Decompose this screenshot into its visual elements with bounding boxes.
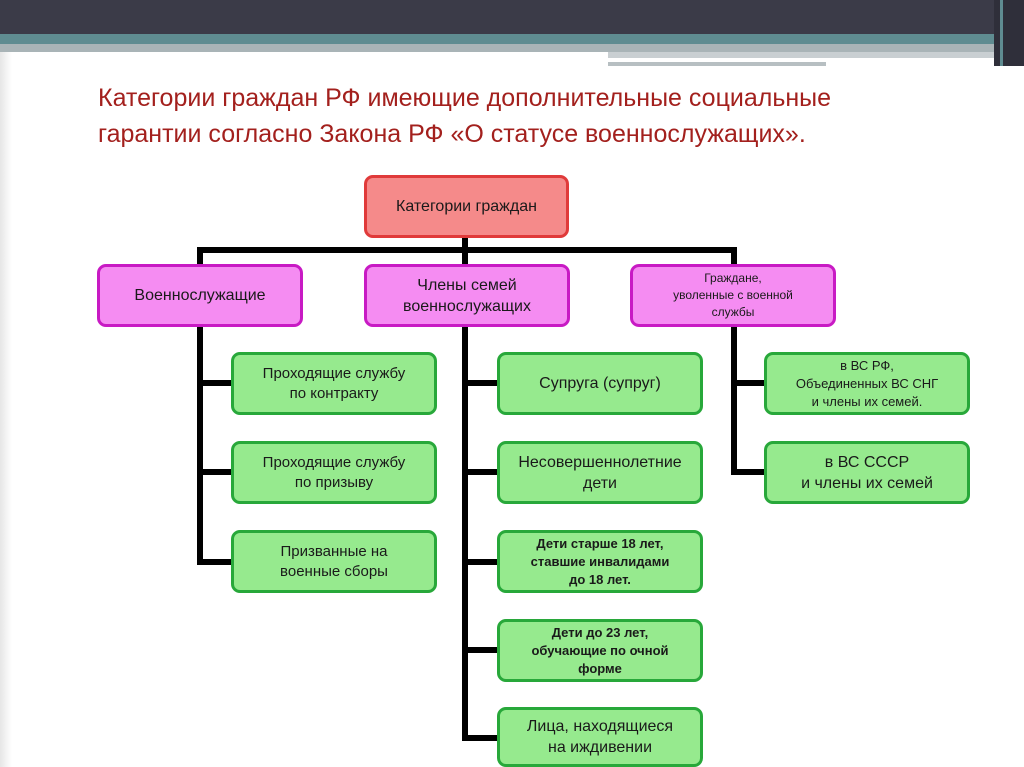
- category-discharged-citizens: Граждане, уволенные с военной службы: [630, 264, 836, 327]
- header-bar-teal: [0, 34, 1024, 44]
- header-bar-grey: [0, 44, 1024, 52]
- header-corner-block: [994, 0, 1024, 66]
- leaf-spouse: Супруга (супруг): [497, 352, 703, 415]
- leaf-label-line: и члены их семей.: [811, 393, 923, 409]
- category-label-line: Граждане,: [704, 271, 762, 285]
- leaf-dependents: Лица, находящиеся на иждивении: [497, 707, 703, 767]
- header-bar-dark: [0, 0, 1024, 34]
- leaf-label-line: обучающие по очной: [531, 642, 669, 658]
- leaf-contract-service: Проходящие службу по контракту: [231, 352, 437, 415]
- category-label-line: уволенные с военной: [673, 288, 793, 302]
- leaf-label-line: и члены их семей: [801, 474, 933, 492]
- leaf-minor-children: Несовершеннолетние дети: [497, 441, 703, 504]
- root-node: Категории граждан: [364, 175, 569, 238]
- category-servicemen: Военнослужащие: [97, 264, 303, 327]
- leaf-label-line: Призванные на: [280, 542, 388, 560]
- slide-title-line-2: гарантии согласно Закона РФ «О статусе в…: [98, 120, 806, 148]
- slide-edge-shadow: [0, 0, 12, 767]
- leaf-students-under-23: Дети до 23 лет, обучающие по очной форме: [497, 619, 703, 682]
- leaf-conscript-service: Проходящие службу по призыву: [231, 441, 437, 504]
- header-corner-line: [1000, 0, 1003, 66]
- header-bar-edge: [608, 62, 826, 66]
- leaf-disabled-adult-children: Дети старше 18 лет, ставшие инвалидами д…: [497, 530, 703, 593]
- root-node-label: Категории граждан: [396, 198, 537, 215]
- leaf-label-line: военные сборы: [280, 562, 388, 580]
- leaf-ussr-armed-forces: в ВС СССР и члены их семей: [764, 441, 970, 504]
- leaf-label-line: Супруга (супруг): [539, 375, 661, 392]
- leaf-label-line: по контракту: [289, 384, 379, 402]
- category-label-line: службы: [711, 305, 755, 319]
- leaf-label-line: форме: [578, 660, 622, 676]
- leaf-label-line: Дети старше 18 лет,: [536, 535, 664, 551]
- leaf-label-line: Проходящие службу: [262, 453, 406, 471]
- category-label-line: военнослужащих: [403, 297, 531, 315]
- leaf-label-line: по призыву: [294, 473, 374, 491]
- leaf-label-line: Несовершеннолетние: [518, 453, 682, 471]
- leaf-label-line: в ВС СССР: [824, 453, 910, 471]
- leaf-label-line: в ВС РФ,: [840, 357, 894, 373]
- header-bar-light: [608, 52, 1000, 58]
- leaf-label-line: Дети до 23 лет,: [551, 624, 649, 640]
- leaf-label-line: дети: [583, 474, 617, 492]
- leaf-label-line: Проходящие службу: [262, 364, 406, 382]
- leaf-rf-armed-forces: в ВС РФ, Объединенных ВС СНГ и члены их …: [764, 352, 970, 415]
- slide-title: Категории граждан РФ имеющие дополнитель…: [98, 80, 958, 152]
- slide-title-line-1: Категории граждан РФ имеющие дополнитель…: [98, 84, 832, 112]
- leaf-label-line: ставшие инвалидами: [530, 553, 670, 569]
- leaf-label-line: до 18 лет.: [569, 571, 631, 587]
- leaf-label-line: Объединенных ВС СНГ: [795, 375, 939, 391]
- category-label-line: Члены семей: [417, 276, 517, 294]
- leaf-military-training: Призванные на военные сборы: [231, 530, 437, 593]
- category-family-members: Члены семей военнослужащих: [364, 264, 570, 327]
- leaf-label-line: на иждивении: [547, 739, 653, 756]
- leaf-label-line: Лица, находящиеся: [526, 718, 674, 735]
- category-label-line: Военнослужащие: [134, 287, 266, 304]
